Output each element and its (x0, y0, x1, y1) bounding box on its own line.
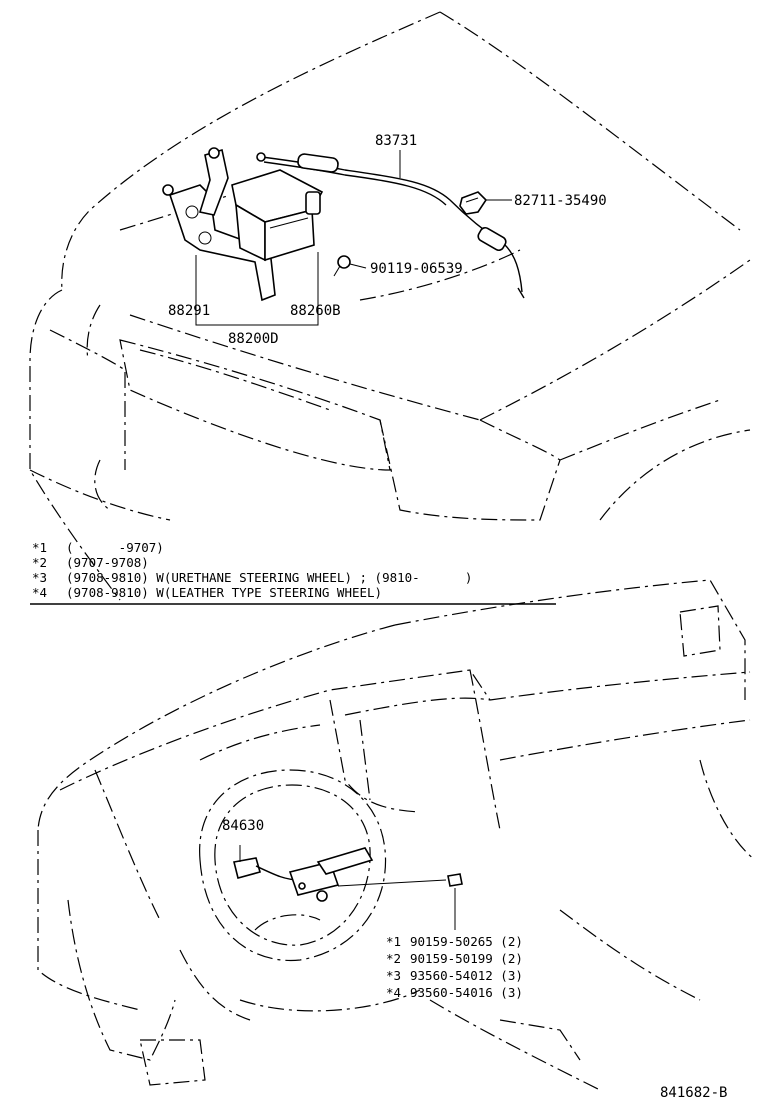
screw-text-4: 93560-54016 (3) (410, 985, 523, 1000)
screw-mark-4: *4 (386, 985, 401, 1000)
cable-eye (256, 152, 266, 162)
label-84630: 84630 (222, 818, 264, 834)
note-mark-1: *1 (32, 540, 47, 555)
label-88200D: 88200D (228, 331, 279, 347)
label-90119-06539: 90119-06539 (370, 261, 463, 277)
bracket-bolt-left (162, 184, 174, 196)
label-83731: 83731 (375, 133, 417, 149)
bottom-callouts: 84630 *1 90159-50265 (2) *2 90159-50199 … (222, 818, 523, 1000)
figure-id: 841682-B (660, 1085, 727, 1101)
screw-mark-2: *2 (386, 951, 401, 966)
combination-switch-84630 (233, 845, 374, 902)
note-mark-2: *2 (32, 555, 47, 570)
label-88291: 88291 (168, 303, 210, 319)
screw-text-3: 93560-54012 (3) (410, 968, 523, 983)
bolt-90119-06539 (333, 255, 351, 277)
vehicle-front-outline (29, 11, 751, 601)
steering-wheel (199, 769, 387, 962)
label-82711-35490: 82711-35490 (514, 193, 607, 209)
switch-connector (233, 857, 261, 879)
clamp-82711-35490 (459, 191, 488, 215)
note-text-2: (9707-9708) (66, 555, 149, 570)
note-mark-4: *4 (32, 585, 47, 600)
screw-icon (337, 873, 463, 887)
label-88260B: 88260B (290, 303, 341, 319)
actuator-connector (305, 191, 321, 215)
applicability-notes: *1 ( -9707) *2 (9707-9708) *3 (9708-9810… (30, 540, 556, 605)
top-callouts: 83731 82711-35490 90119-06539 88291 8826… (168, 133, 607, 347)
note-text-4: (9708-9810) W(LEATHER TYPE STEERING WHEE… (66, 585, 382, 600)
dashboard-outline (37, 579, 756, 1091)
assembly-bracket-line (195, 252, 319, 326)
bracket-bolt-top (208, 147, 220, 159)
cable-83731 (256, 152, 525, 299)
screw-text-2: 90159-50199 (2) (410, 951, 523, 966)
screw-text-1: 90159-50265 (2) (410, 934, 523, 949)
note-mark-3: *3 (32, 570, 47, 585)
cable-sleeve (297, 153, 339, 173)
bracket-88291 (162, 147, 276, 302)
cable-end-fitting (477, 226, 507, 252)
vent-outline (679, 605, 721, 657)
actuator-88260B (231, 169, 324, 262)
note-text-3: (9708-9810) W(URETHANE STEERING WHEEL) ;… (66, 570, 472, 585)
note-text-1: ( -9707) (66, 540, 164, 555)
pedal-outline (139, 1039, 206, 1086)
switch-lever (316, 847, 374, 875)
screw-mark-3: *3 (386, 968, 401, 983)
screw-mark-1: *1 (386, 934, 401, 949)
